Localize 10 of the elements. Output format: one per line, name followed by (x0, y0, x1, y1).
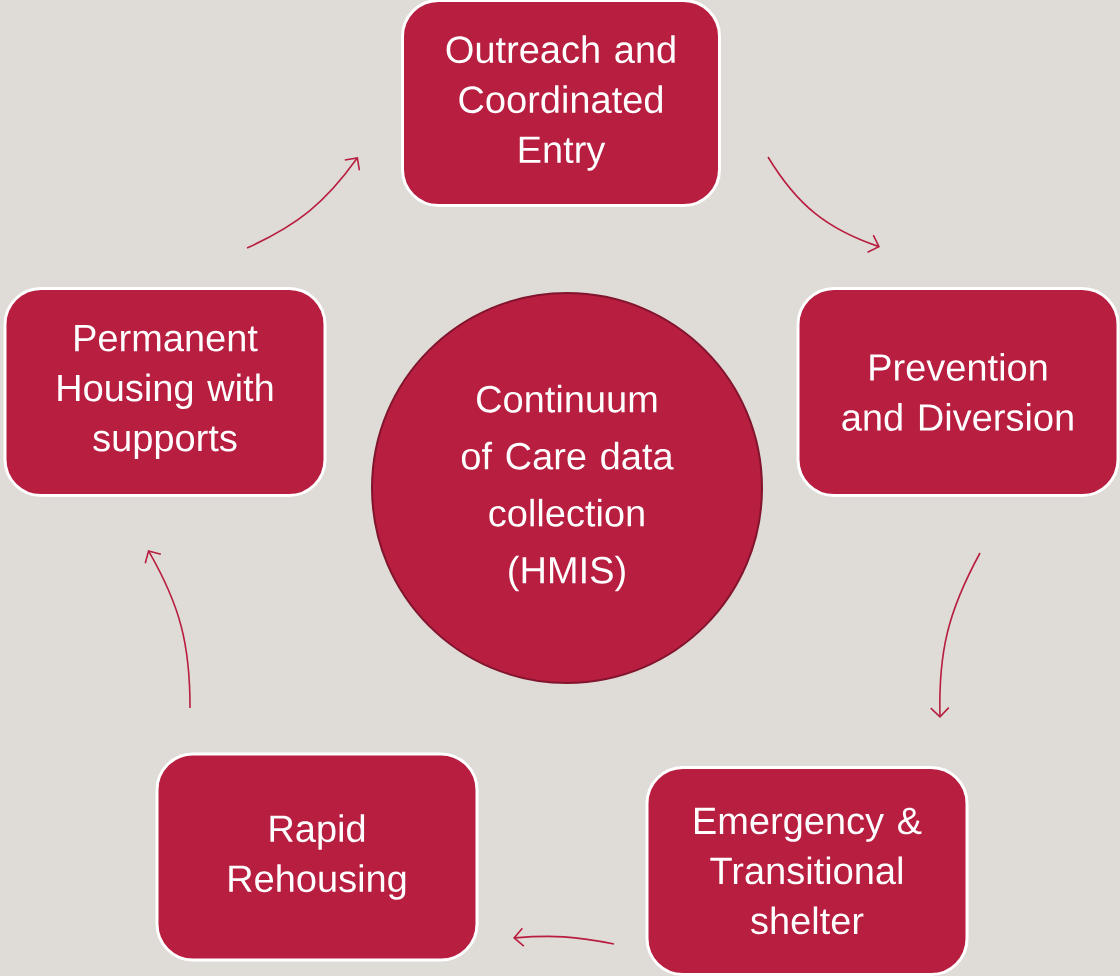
arrow (929, 552, 981, 718)
arrow (767, 156, 880, 254)
process-box: Prevention and Diversion (796, 287, 1120, 497)
process-box: Rapid Rehousing (155, 752, 479, 962)
arrow (513, 927, 615, 947)
process-box: Emergency & Transitional shelter (645, 766, 969, 976)
arrow (246, 157, 361, 249)
process-box: Permanent Housing with supports (3, 287, 327, 497)
process-box: Outreach and Coordinated Entry (401, 0, 721, 207)
arrow (144, 550, 191, 709)
